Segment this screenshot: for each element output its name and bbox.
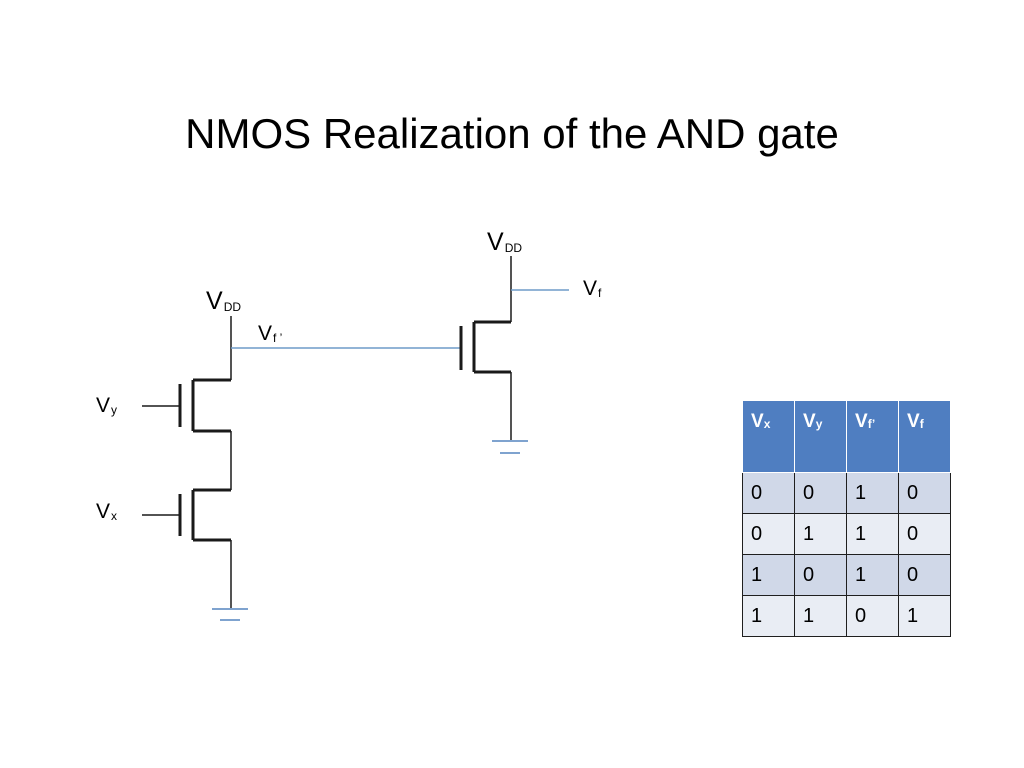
table-cell: 0 [742,472,795,514]
left-ground-symbol [212,608,248,621]
table-cell: 1 [794,595,847,637]
transistor-f [459,320,511,374]
left-transistor-stack [142,316,248,621]
table-cell: 1 [742,595,795,637]
right-transistor-stack [459,256,569,454]
table-cell: 1 [742,554,795,596]
right-ground-symbol [492,440,528,454]
table-row: 0 0 1 0 [742,472,951,514]
table-row: 1 0 1 0 [742,554,951,596]
header-vf-prime: Vf’ [846,400,899,473]
table-cell: 0 [794,554,847,596]
transistor-y [142,378,231,433]
table-row: 1 1 0 1 [742,595,951,637]
header-vy: Vy [794,400,847,473]
slide-title: NMOS Realization of the AND gate [185,110,839,157]
vdd-right-label: VDD [487,228,523,256]
truth-table-header-row: Vx Vy Vf’ Vf [742,400,951,473]
vy-label: Vy [96,394,118,417]
vf-label: Vf [583,277,602,300]
table-cell: 1 [846,472,899,514]
table-cell: 1 [846,554,899,596]
table-cell: 0 [794,472,847,514]
table-cell: 1 [898,595,951,637]
table-cell: 0 [898,554,951,596]
vdd-left-label: VDD [206,287,242,315]
transistor-x [142,488,231,542]
table-row: 0 1 1 0 [742,513,951,555]
header-vx: Vx [742,400,795,473]
vx-label: Vx [96,500,118,523]
table-cell: 0 [846,595,899,637]
vf-prime-label: Vf ’ [258,322,283,345]
table-cell: 0 [742,513,795,555]
table-cell: 1 [794,513,847,555]
table-cell: 1 [846,513,899,555]
table-cell: 0 [898,472,951,514]
header-vf: Vf [898,400,951,473]
truth-table: Vx Vy Vf’ Vf 0 0 1 0 0 1 1 0 1 0 1 0 1 1… [742,400,951,637]
table-cell: 0 [898,513,951,555]
